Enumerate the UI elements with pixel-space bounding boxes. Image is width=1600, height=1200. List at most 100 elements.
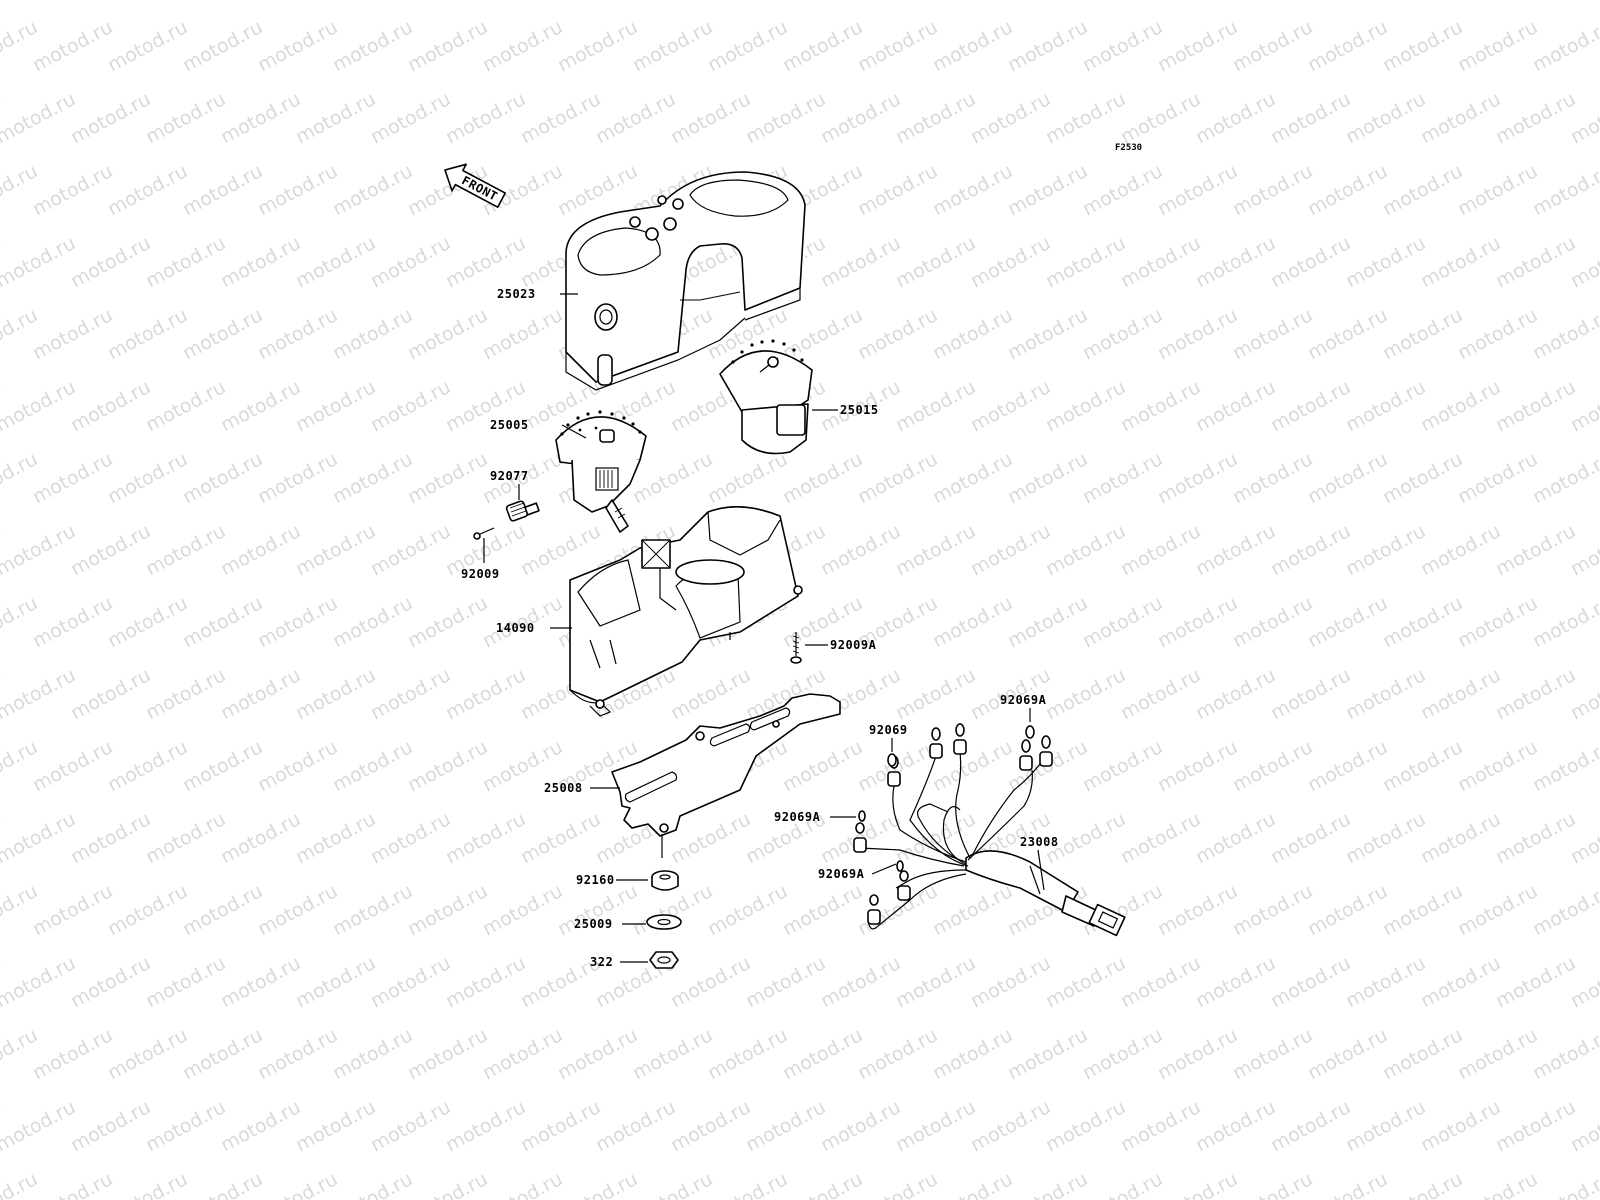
watermark-text: motod.ru: [254, 592, 341, 652]
watermark-text: motod.ru: [179, 736, 266, 796]
watermark-text: motod.ru: [629, 1168, 716, 1200]
label-92069A-left: 92069A: [774, 810, 821, 824]
watermark-text: motod.ru: [329, 304, 416, 364]
watermark-text: motod.ru: [1079, 16, 1166, 76]
watermark-text: motod.ru: [1454, 1168, 1541, 1200]
watermark-text: motod.ru: [1192, 376, 1279, 436]
nut-322: [649, 951, 679, 969]
watermark-text: motod.ru: [254, 880, 341, 940]
watermark-text: motod.ru: [67, 520, 154, 580]
meter-assembly-25015: [719, 339, 813, 455]
label-25023: 25023: [497, 287, 536, 301]
watermark-text: motod.ru: [217, 88, 304, 148]
watermark-text: motod.ru: [1342, 88, 1429, 148]
watermark-text: motod.ru: [0, 808, 79, 868]
watermark-text: motod.ru: [1079, 304, 1166, 364]
watermark-text: motod.ru: [442, 0, 529, 4]
watermark-text: motod.ru: [1192, 232, 1279, 292]
watermark-text: motod.ru: [967, 1096, 1054, 1156]
watermark-text: motod.ru: [367, 1096, 454, 1156]
label-25008: 25008: [544, 781, 583, 795]
watermark-text: motod.ru: [817, 520, 904, 580]
watermark-text: motod.ru: [742, 88, 829, 148]
watermark-text: motod.ru: [1342, 952, 1429, 1012]
bulb-socket: [897, 870, 911, 901]
watermark-text: motod.ru: [367, 808, 454, 868]
watermark-text: motod.ru: [1454, 160, 1541, 220]
watermark-text: motod.ru: [517, 88, 604, 148]
washer-25009: [646, 914, 682, 930]
watermark-text: motod.ru: [442, 952, 529, 1012]
watermark-text: motod.ru: [29, 736, 116, 796]
watermark-text: motod.ru: [104, 1168, 191, 1200]
watermark-text: motod.ru: [1529, 736, 1600, 796]
bulb-socket: [1019, 739, 1033, 771]
watermark-text: motod.ru: [142, 0, 229, 4]
watermark-text: motod.ru: [404, 736, 491, 796]
watermark-text: motod.ru: [517, 1096, 604, 1156]
watermark-text: motod.ru: [1267, 88, 1354, 148]
label-92069A-bottom: 92069A: [818, 867, 865, 881]
watermark-text: motod.ru: [892, 0, 979, 4]
watermark-text: motod.ru: [142, 1096, 229, 1156]
watermark-text: motod.ru: [1042, 0, 1129, 4]
watermark-text: motod.ru: [1454, 880, 1541, 940]
watermark-text: motod.ru: [329, 1024, 416, 1084]
watermark-text: motod.ru: [1304, 592, 1391, 652]
watermark-text: motod.ru: [29, 16, 116, 76]
watermark-text: motod.ru: [254, 16, 341, 76]
watermark-text: motod.ru: [779, 880, 866, 940]
label-23008: 23008: [1020, 835, 1059, 849]
watermark-text: motod.ru: [892, 664, 979, 724]
watermark-text: motod.ru: [1379, 1168, 1466, 1200]
watermark-text: motod.ru: [1304, 304, 1391, 364]
watermark-text: motod.ru: [1192, 520, 1279, 580]
bulb-92069A: [896, 860, 904, 872]
watermark-text: motod.ru: [292, 376, 379, 436]
watermark-text: motod.ru: [1117, 0, 1204, 4]
watermark-text: motod.ru: [892, 376, 979, 436]
watermark-text: motod.ru: [517, 0, 604, 4]
watermark-text: motod.ru: [442, 808, 529, 868]
watermark-text: motod.ru: [442, 232, 529, 292]
bulb-socket: [953, 723, 967, 755]
watermark-text: motod.ru: [1004, 304, 1091, 364]
watermark-text: motod.ru: [1417, 952, 1504, 1012]
watermark-text: motod.ru: [254, 160, 341, 220]
watermark-text: motod.ru: [292, 88, 379, 148]
meter-bracket: [611, 693, 841, 837]
watermark-text: motod.ru: [1567, 0, 1600, 4]
watermark-text: motod.ru: [292, 0, 379, 4]
watermark-text: motod.ru: [0, 1096, 79, 1156]
bulb-socket: [853, 822, 867, 853]
watermark-text: motod.ru: [1042, 664, 1129, 724]
watermark-text: motod.ru: [479, 1024, 566, 1084]
watermark-text: motod.ru: [667, 0, 754, 4]
gear-92077: [505, 500, 540, 522]
watermark-text: motod.ru: [1267, 952, 1354, 1012]
watermark-text: motod.ru: [1229, 448, 1316, 508]
watermark-text: motod.ru: [29, 880, 116, 940]
watermark-text: motod.ru: [179, 1024, 266, 1084]
watermark-text: motod.ru: [1379, 448, 1466, 508]
watermark-text: motod.ru: [967, 0, 1054, 4]
watermark-text: motod.ru: [1379, 16, 1466, 76]
watermark-text: motod.ru: [1042, 376, 1129, 436]
watermark-text: motod.ru: [1454, 304, 1541, 364]
watermark-text: motod.ru: [742, 952, 829, 1012]
watermark-text: motod.ru: [217, 952, 304, 1012]
watermark-text: motod.ru: [104, 448, 191, 508]
watermark-text: motod.ru: [1417, 808, 1504, 868]
watermark-text: motod.ru: [967, 232, 1054, 292]
watermark-text: motod.ru: [1529, 160, 1600, 220]
watermark-text: motod.ru: [854, 160, 941, 220]
watermark-text: motod.ru: [0, 952, 79, 1012]
watermark-text: motod.ru: [1117, 520, 1204, 580]
screw-92009A: [790, 632, 802, 664]
watermark-text: motod.ru: [1229, 1168, 1316, 1200]
watermark-text: motod.ru: [1267, 808, 1354, 868]
bulb-socket: [867, 894, 881, 925]
watermark-text: motod.ru: [1154, 736, 1241, 796]
watermark-text: motod.ru: [0, 376, 79, 436]
watermark-text: motod.ru: [404, 304, 491, 364]
